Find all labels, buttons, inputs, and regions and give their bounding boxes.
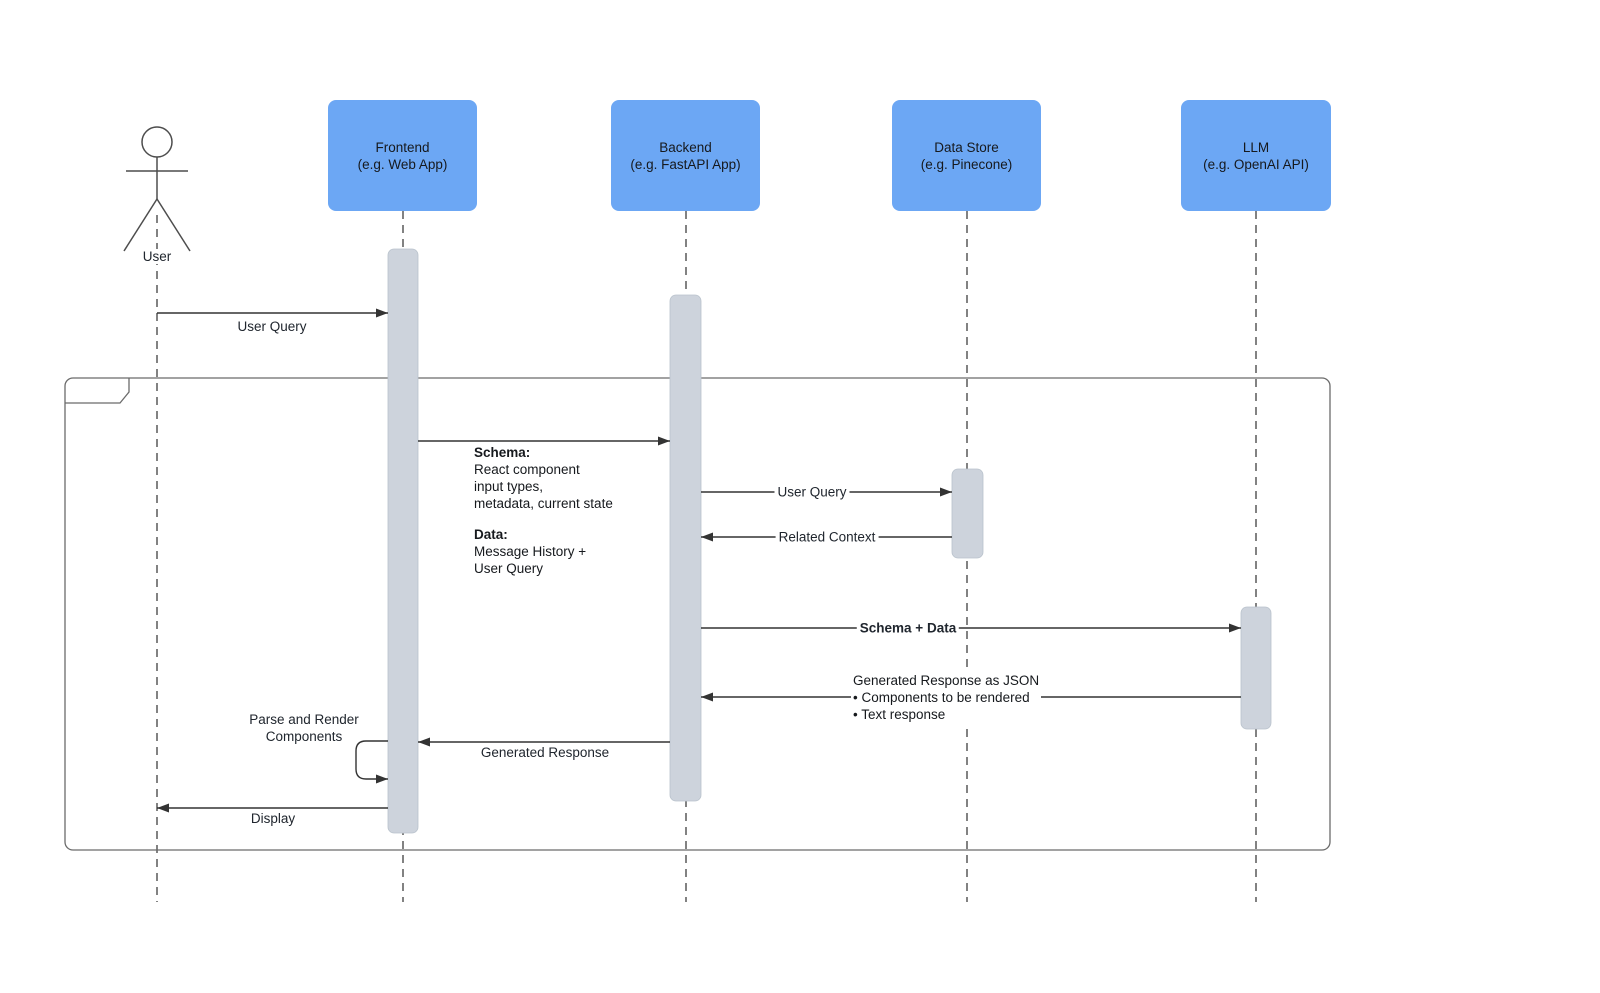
participant-name: Backend: [659, 139, 712, 155]
actor-figure: [123, 126, 191, 252]
activation-backend: [669, 294, 702, 802]
participant-llm: LLM (e.g. OpenAI API): [1181, 100, 1331, 211]
actor-right-leg: [156, 198, 191, 252]
llm-response-note: Generated Response as JSON • Components …: [851, 672, 1042, 723]
note-line: Parse and Render: [249, 712, 359, 727]
label-parse-render: Parse and Render Components: [249, 711, 359, 745]
participant-detail: (e.g. Web App): [357, 156, 448, 172]
frame-label-notch: [65, 378, 130, 404]
participant-detail: (e.g. FastAPI App): [630, 156, 741, 172]
participant-backend: Backend (e.g. FastAPI App): [611, 100, 760, 211]
participant-name: Data Store: [934, 139, 999, 155]
participant-detail: (e.g. Pinecone): [920, 156, 1013, 172]
schema-data-note: Schema: React component input types, met…: [474, 444, 613, 577]
note-line: input types,: [474, 479, 544, 494]
participant-datastore: Data Store (e.g. Pinecone): [892, 100, 1041, 211]
actor-head: [141, 126, 173, 158]
participant-frontend: Frontend (e.g. Web App): [328, 100, 477, 211]
participant-name: LLM: [1242, 139, 1270, 155]
note-line: • Components to be rendered: [853, 690, 1030, 705]
actor-label: User: [140, 249, 174, 264]
label-display: Display: [250, 811, 296, 826]
label-related-context: Related Context: [775, 528, 879, 546]
arrow-self-parse-render: [355, 740, 388, 784]
label-user-query-1: User Query: [237, 319, 307, 334]
activation-llm: [1240, 606, 1272, 730]
note-line: metadata, current state: [474, 496, 613, 511]
note-line: User Query: [474, 561, 544, 576]
label-user-query-2: User Query: [774, 483, 850, 501]
note-line: Generated Response as JSON: [853, 673, 1040, 688]
note-line: • Text response: [853, 707, 946, 722]
note-line: Schema:: [474, 445, 531, 460]
lifelines-group: [156, 211, 1257, 902]
label-schema-plus-data: Schema + Data: [856, 619, 960, 637]
participant-detail: (e.g. OpenAI API): [1203, 156, 1309, 172]
activation-frontend: [387, 248, 419, 834]
actor-left-leg: [123, 198, 158, 252]
label-generated-response: Generated Response: [480, 745, 610, 760]
note-line: Components: [265, 729, 343, 744]
participant-name: Frontend: [375, 139, 430, 155]
note-line: Data:: [474, 527, 508, 542]
activation-datastore: [951, 468, 984, 559]
note-line: React component: [474, 462, 580, 477]
activation-bars-group: [387, 248, 1272, 834]
note-line: Message History +: [474, 544, 587, 559]
